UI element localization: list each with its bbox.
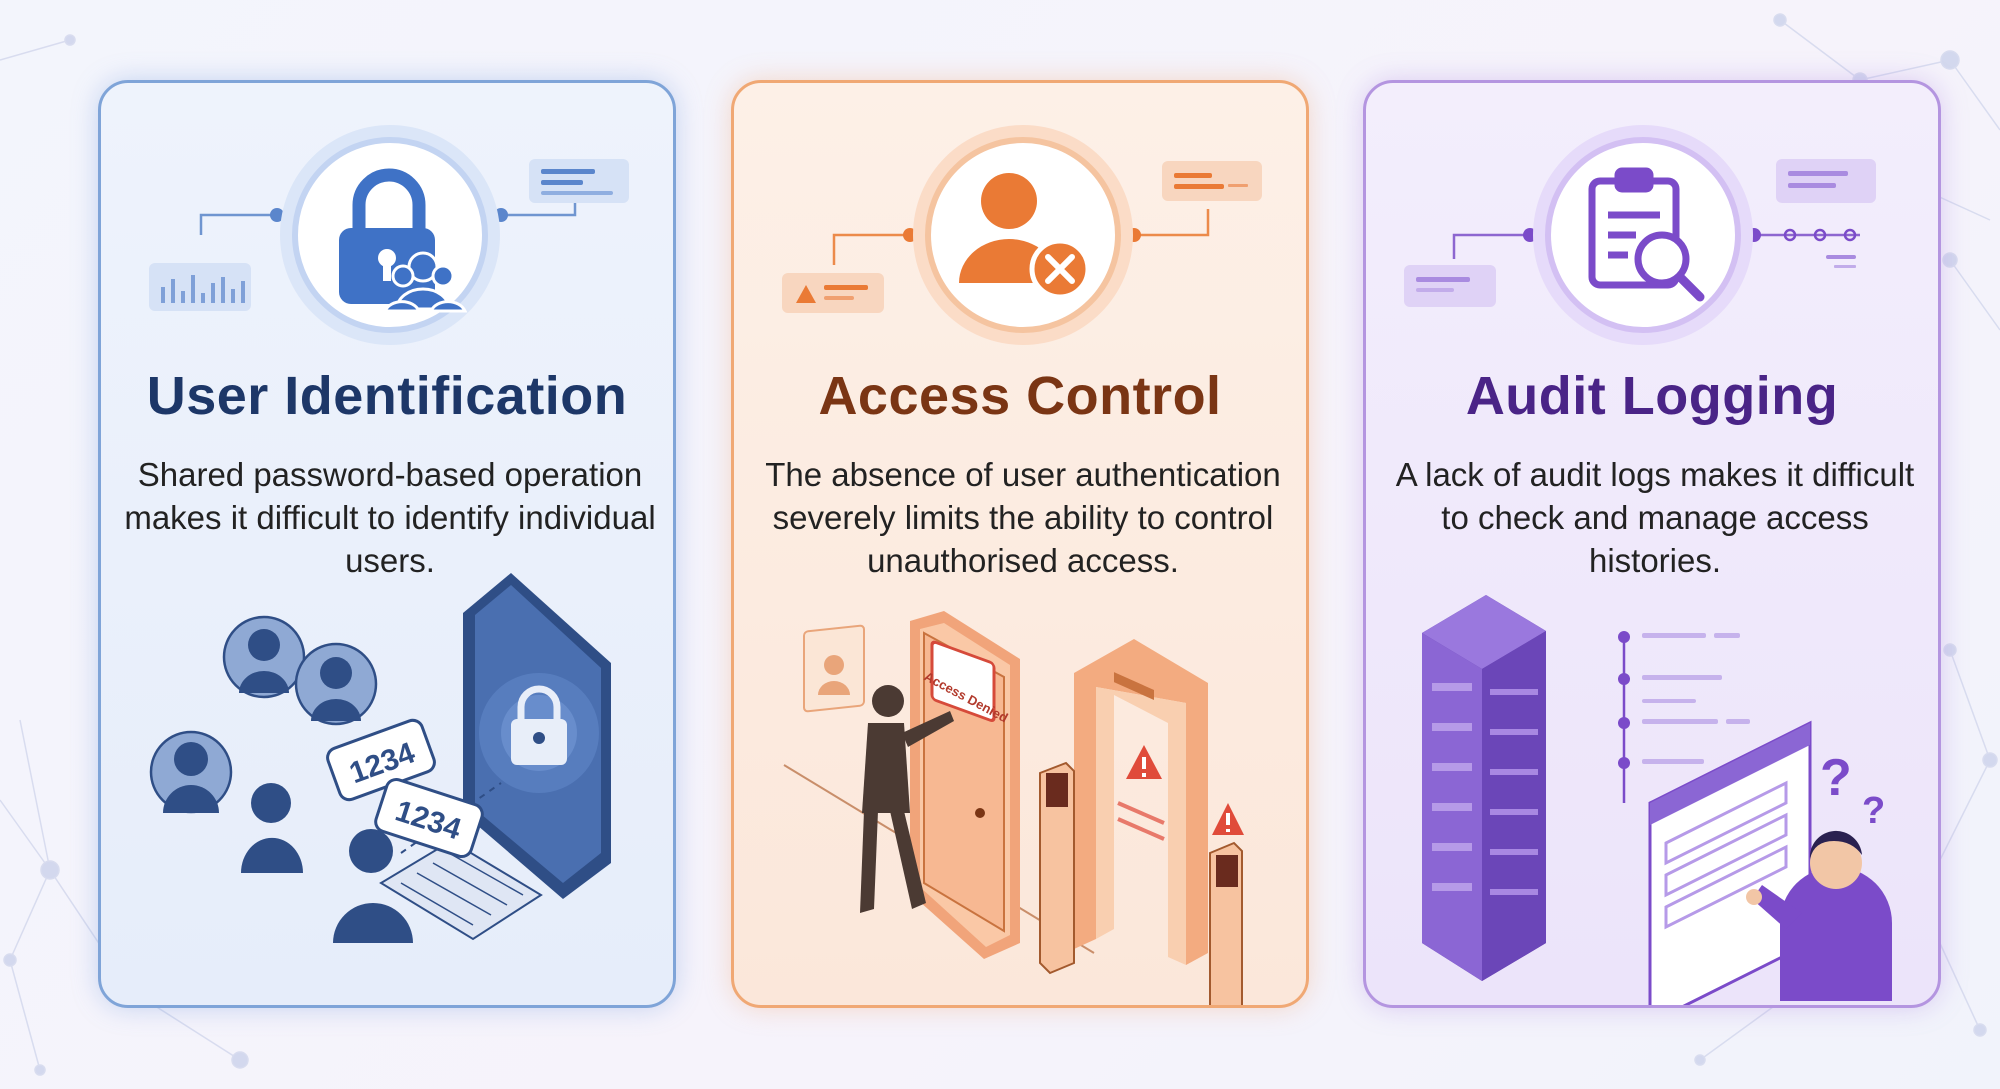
server-log-confusion-illustration: ? ? xyxy=(1422,595,1892,1005)
user-identification-artwork: 1234 1234 xyxy=(149,125,629,943)
user-denied-icon xyxy=(959,173,1091,300)
lock-users-icon xyxy=(339,168,468,313)
access-denied-door-illustration: Access Denied xyxy=(783,611,1244,1005)
card-access-control: Access Denied xyxy=(731,80,1309,1008)
question-mark-icon: ? xyxy=(1820,749,1852,807)
text-lines-widget xyxy=(529,159,629,203)
password-badge-2: 1234 xyxy=(374,777,484,859)
audit-logging-artwork: ? ? xyxy=(1404,125,1892,1005)
access-control-artwork: Access Denied xyxy=(782,125,1262,1005)
text-lines-widget xyxy=(1162,161,1262,201)
timeline-widget xyxy=(1747,228,1860,268)
text-lines-widget-right xyxy=(1776,159,1876,203)
card-description: The absence of user authentication sever… xyxy=(765,456,1281,579)
card-description: Shared password-based operation makes it… xyxy=(124,456,656,579)
shared-password-users-illustration: 1234 1234 xyxy=(149,573,611,943)
card-title: Audit Logging xyxy=(1465,366,1839,426)
clipboard-search-icon xyxy=(1588,167,1705,302)
card-description: A lack of audit logs makes it difficult … xyxy=(1395,456,1915,579)
warning-widget xyxy=(782,273,884,313)
text-lines-widget-left xyxy=(1404,265,1496,307)
bar-chart-widget xyxy=(149,263,251,311)
card-title: Access Control xyxy=(818,366,1222,426)
card-user-identification: 1234 1234 User Identification Shared pas… xyxy=(98,80,676,1008)
question-mark-icon: ? xyxy=(1862,790,1885,832)
card-audit-logging: ? ? Audit Logging A lack of audit logs m… xyxy=(1363,80,1941,1008)
card-title: User Identification xyxy=(146,366,628,426)
